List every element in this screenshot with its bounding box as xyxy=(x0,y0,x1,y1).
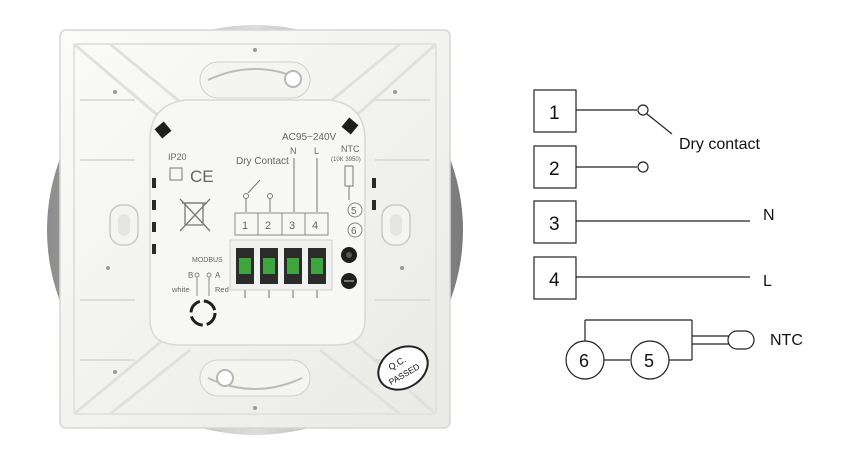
modbus-b-label: B xyxy=(188,271,193,280)
wire-white-label: white xyxy=(171,285,190,294)
dry-contact-caption: Dry contact xyxy=(679,136,760,153)
legend-box-number: 4 xyxy=(549,270,560,291)
dry-contact-label: Dry Contact xyxy=(236,156,289,167)
ntc-circle-6 xyxy=(565,340,605,380)
ntc-circle-5 xyxy=(630,340,670,380)
ce-mark: CE xyxy=(190,167,214,186)
ip-rating-label: IP20 xyxy=(168,152,187,162)
terminal-number: 2 xyxy=(265,220,271,232)
wiring-legend xyxy=(533,89,755,380)
ntc-terminal-number: 5 xyxy=(351,206,357,217)
wire-red-label: Red xyxy=(215,285,229,294)
live-caption: L xyxy=(763,273,772,290)
ntc-caption: NTC xyxy=(770,332,803,349)
ntc-circle-number: 5 xyxy=(644,351,654,371)
qc-passed-sticker: Q.C. PASSED xyxy=(377,345,429,391)
terminal-number: 3 xyxy=(289,220,295,232)
terminal-box-2 xyxy=(533,145,577,189)
mounting-slot-icon xyxy=(199,359,311,397)
rating-label: AC95~240V xyxy=(282,132,337,143)
terminal-box-1 xyxy=(533,89,577,133)
terminal-box-4 xyxy=(533,256,577,300)
ntc-probe-icon xyxy=(727,330,755,350)
mounting-slot-icon xyxy=(381,204,411,246)
ntc-terminal-number: 6 xyxy=(351,226,357,237)
neutral-caption: N xyxy=(763,207,775,224)
crossed-out-bin-icon xyxy=(179,198,211,232)
modbus-label: MODBUS xyxy=(192,257,223,264)
terminal-box-3 xyxy=(533,200,577,244)
terminal-n-label: N xyxy=(290,146,297,156)
terminal-number: 1 xyxy=(242,220,248,232)
terminal-block xyxy=(229,239,333,298)
legend-box-number: 3 xyxy=(549,214,560,235)
mounting-slot-icon xyxy=(109,204,139,246)
legend-box-number: 1 xyxy=(549,103,560,124)
thermostat-back-panel: IP20 CE AC95~240V Dry Contact N L NTC (1… xyxy=(47,25,463,435)
ntc-spec-label: (10K 3950) xyxy=(331,157,361,163)
mounting-slot-icon xyxy=(199,61,311,99)
ntc-circle-number: 6 xyxy=(579,351,589,371)
ntc-label: NTC xyxy=(341,144,360,154)
terminal-number: 4 xyxy=(312,220,318,232)
modbus-a-label: A xyxy=(215,271,221,280)
legend-box-number: 2 xyxy=(549,159,560,180)
terminal-l-label: L xyxy=(314,146,319,156)
